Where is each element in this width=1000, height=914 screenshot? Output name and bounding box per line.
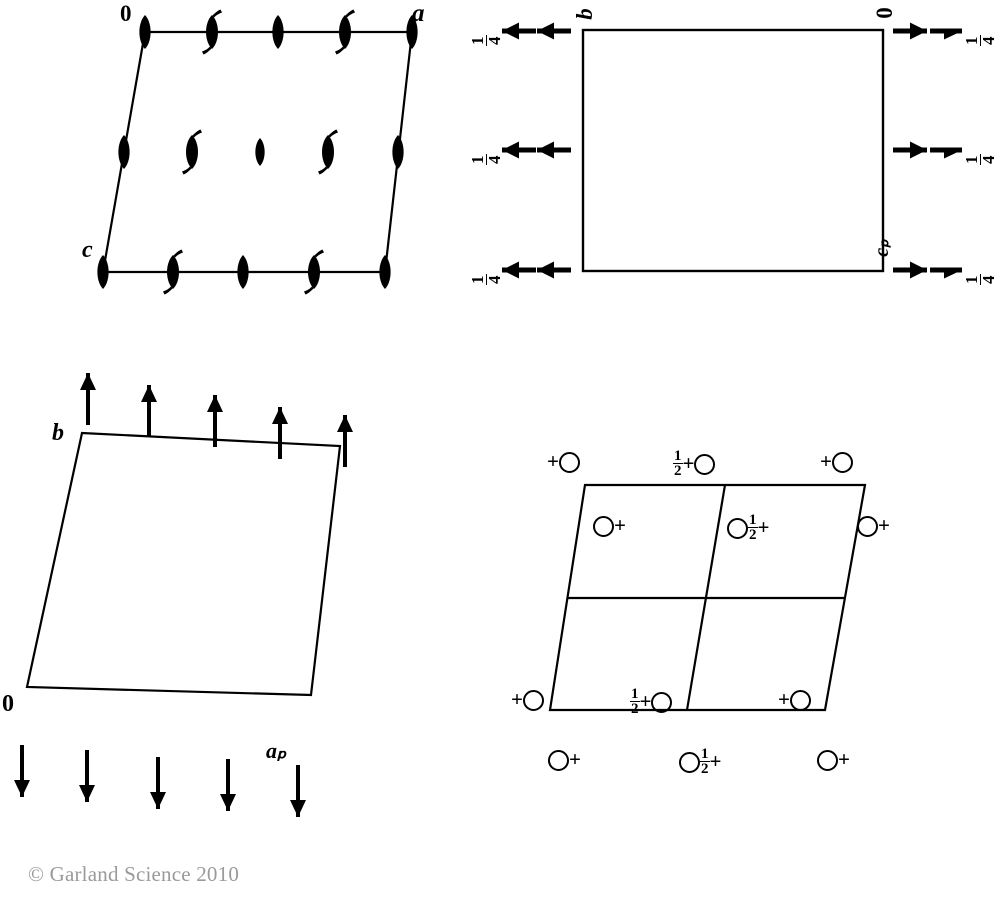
plus-sign: + [569,747,581,771]
atom-circle-icon [857,516,878,537]
mirror-arrow-down-icon [288,763,308,819]
cell-outline [581,28,885,273]
glide-arrow-right-icon [893,262,927,279]
right-arrow-group-top [893,23,962,40]
mirror-arrow-up-icon [139,383,159,439]
axis-label-origin: 0 [872,7,897,19]
atom-circle-icon [558,452,580,473]
two-fold-axis-icon [237,255,249,289]
axis-label-c: c [82,237,93,263]
mirror-arrows-svg [12,371,355,819]
two-fold-axes-svg [97,9,418,295]
axis-label-a: a [412,0,425,27]
two-fold-axis-icon [272,15,284,49]
two-fold-axis-icon [379,255,391,289]
mirror-arrow-down-icon [148,755,168,811]
general-position-marker: + [820,449,853,473]
half-arrow-right-icon [930,270,962,279]
right-arrow-group-bottom [893,262,962,279]
atom-circle-icon [679,752,700,774]
atom-circle-icon [651,692,673,714]
screw-axis-icon [318,129,338,175]
general-position-marker: + [857,513,890,537]
copyright-notice: © Garland Science 2010 [28,862,240,886]
glide-arrows-svg [465,0,1000,320]
atom-circle-icon [789,690,811,711]
mirror-arrow-down-icon [12,743,32,799]
glide-arrow-right-icon [893,23,927,40]
mirror-arrow-down-icon [218,757,238,813]
two-fold-axis-icon [118,135,130,169]
glide-arrow-right-icon [893,142,927,159]
plus-sign: + [547,449,559,473]
axis-label-ap: aₚ [266,738,287,763]
two-fold-axis-icon [392,135,404,169]
general-position-marker: + [511,687,544,711]
axis-label-b: b [572,8,597,20]
axis-label-b: b [52,420,64,446]
plus-sign: + [511,687,523,711]
two-fold-axis-icon [139,15,151,49]
glide-arrow-left-icon [537,142,571,159]
axis-label-cp: cₚ [871,239,893,257]
glide-arrow-left-icon [502,262,536,279]
atom-circle-icon [694,454,716,476]
panel-mirror-arrows: b 0 aₚ [0,365,400,825]
plus-sign: + [820,449,832,473]
glide-arrow-left-icon [537,23,571,40]
two-fold-axis-icon [255,138,265,166]
general-position-marker: + [548,747,581,771]
plus-sign: + [878,513,890,537]
left-arrow-group-middle [502,142,571,159]
atom-circle-icon [548,750,569,771]
screw-axis-icon [182,129,202,175]
glide-arrow-left-icon [502,142,536,159]
mirror-arrow-group-top [78,371,355,469]
general-positions-svg [548,483,867,712]
half-arrow-right-icon [930,150,962,159]
right-arrow-group-middle [893,142,962,159]
half-arrow-right-icon [930,31,962,40]
glide-arrow-left-icon [537,262,571,279]
plus-sign: + [614,513,626,537]
mirror-arrow-down-icon [77,748,97,804]
panel-two-fold-axes: 0 a c [0,0,470,320]
general-position-marker: + [778,687,811,711]
mirror-arrow-group-bottom [12,743,308,819]
plus-sign: + [778,687,790,711]
general-position-marker: + [593,513,626,537]
general-position-marker: + [547,449,580,473]
axis-label-origin: 0 [120,1,132,26]
glide-arrow-left-icon [502,23,536,40]
mirror-arrow-up-icon [270,405,290,461]
atom-circle-icon [831,452,853,473]
two-fold-axis-icon [97,255,109,289]
atom-circle-icon [817,750,838,771]
axis-label-origin: 0 [2,691,14,717]
symmetry-row-middle [118,129,404,175]
atom-circle-icon [593,516,614,537]
atom-circle-icon [727,518,748,540]
atom-circle-icon [522,690,544,711]
cell-outline [548,483,867,712]
left-arrow-group-bottom [502,262,571,279]
mirror-arrow-up-icon [78,371,98,427]
plus-sign: + [838,747,850,771]
general-position-marker: + [817,747,850,771]
cell-outline [25,431,342,697]
left-arrow-group-top [502,23,571,40]
